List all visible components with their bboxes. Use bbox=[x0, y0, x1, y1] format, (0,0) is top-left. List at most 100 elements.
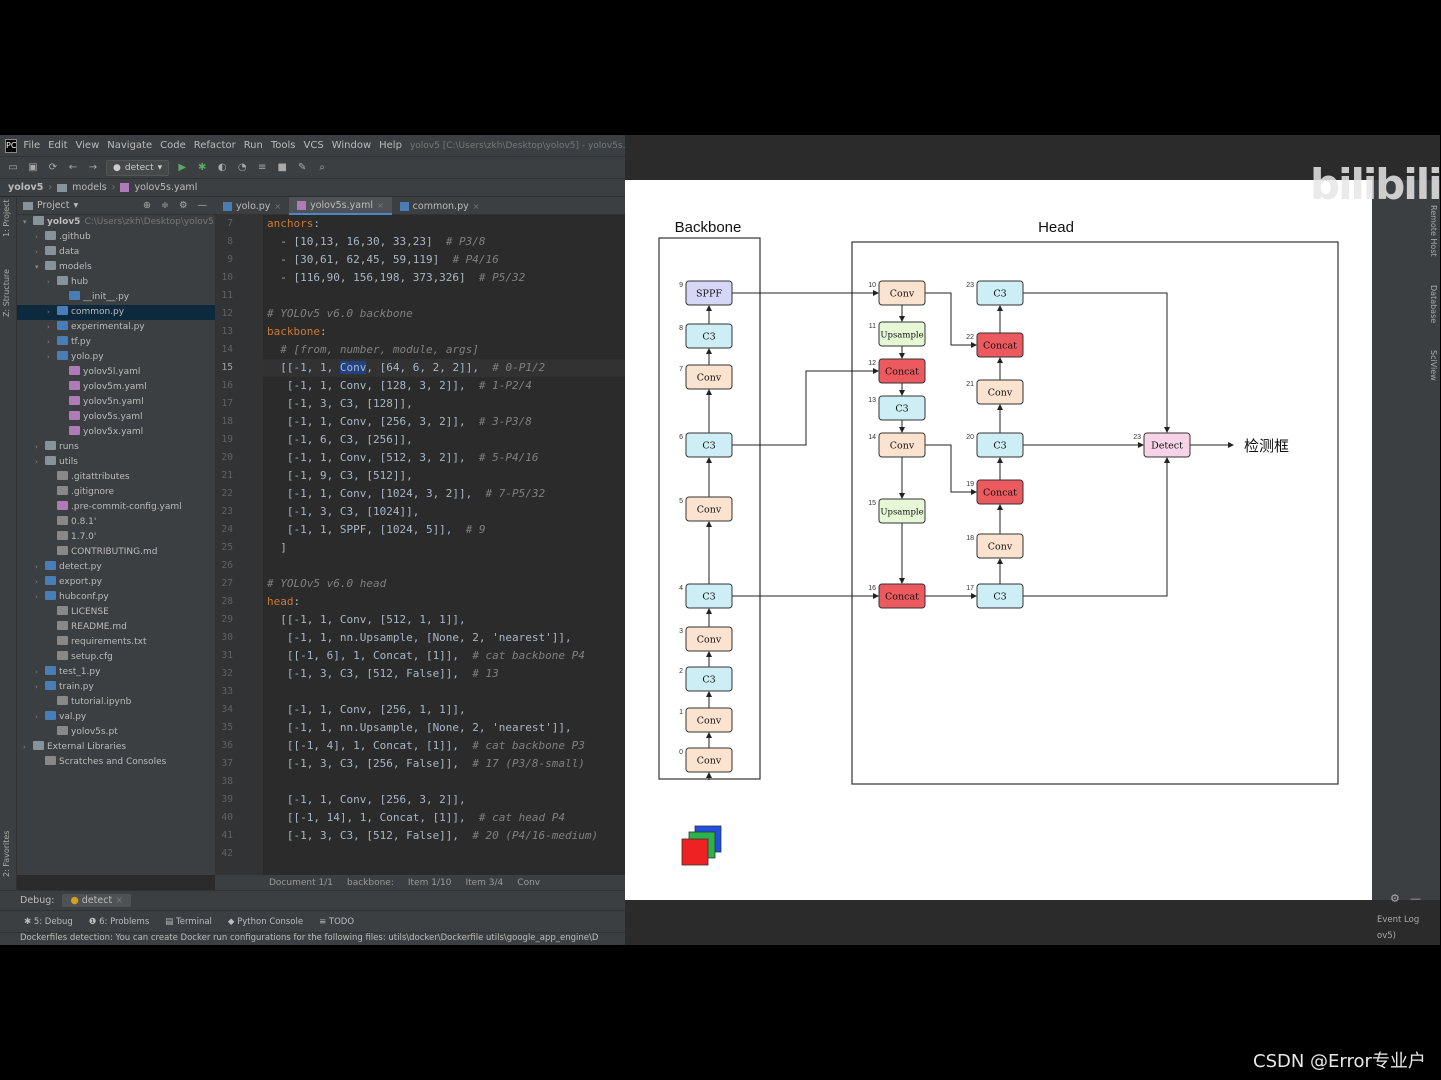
tree-expander-icon[interactable]: › bbox=[35, 683, 38, 691]
gear-icon[interactable]: ⚙ bbox=[1390, 892, 1400, 905]
tree-expander-icon[interactable]: › bbox=[35, 458, 38, 466]
debug-tab[interactable]: ● detect × bbox=[62, 894, 132, 907]
code-line[interactable]: [[-1, 4], 1, Concat, [1]], # cat backbon… bbox=[267, 739, 585, 752]
code-line[interactable]: [[-1, 1, Conv, [64, 6, 2, 2]], # 0-P1/2 bbox=[263, 359, 625, 377]
editor-status-item[interactable]: Item 3/4 bbox=[465, 877, 504, 888]
code-line[interactable]: [-1, 1, Conv, [1024, 3, 2]], # 7-P5/32 bbox=[267, 487, 546, 500]
locate-icon[interactable]: ⊕ bbox=[143, 200, 151, 211]
remote-host-tool-button[interactable]: Remote Host bbox=[1429, 205, 1438, 257]
tree-item[interactable]: ›common.py bbox=[17, 305, 215, 320]
menu-item-help[interactable]: Help bbox=[379, 140, 402, 151]
notification-bar[interactable]: Dockerfiles detection: You can create Do… bbox=[0, 932, 625, 945]
tree-expander-icon[interactable]: › bbox=[35, 563, 38, 571]
sync-icon[interactable]: ⟳ bbox=[48, 162, 58, 173]
debug-icon[interactable]: ✱ bbox=[197, 162, 207, 173]
breadcrumb-file[interactable]: yolov5s.yaml bbox=[134, 182, 198, 193]
tree-item[interactable]: ›runs bbox=[17, 440, 215, 455]
editor-status-item[interactable]: Item 1/10 bbox=[407, 877, 452, 888]
tree-item[interactable]: LICENSE bbox=[17, 605, 215, 620]
tree-item[interactable]: .pre-commit-config.yaml bbox=[17, 500, 215, 515]
tree-expander-icon[interactable]: › bbox=[23, 743, 26, 751]
code-line[interactable]: - [10,13, 16,30, 33,23] # P3/8 bbox=[267, 235, 486, 248]
tree-expander-icon[interactable]: › bbox=[35, 713, 38, 721]
editor-status-item[interactable]: backbone: bbox=[346, 877, 394, 888]
code-line[interactable]: [-1, 3, C3, [1024]], bbox=[267, 505, 420, 518]
hide-icon[interactable]: — bbox=[197, 200, 208, 211]
code-line[interactable]: [-1, 1, Conv, [256, 1, 1]], bbox=[267, 703, 466, 716]
menu-item-run[interactable]: Run bbox=[243, 140, 263, 151]
tree-item[interactable]: requirements.txt bbox=[17, 635, 215, 650]
code-line[interactable] bbox=[263, 557, 625, 575]
gear-icon[interactable]: ⚙ bbox=[178, 200, 188, 211]
tree-item[interactable]: ›test_1.py bbox=[17, 665, 215, 680]
hide-icon[interactable]: — bbox=[1410, 892, 1421, 905]
chevron-down-icon[interactable]: ▾ bbox=[73, 200, 79, 211]
tree-expander-icon[interactable]: › bbox=[47, 353, 50, 361]
menu-item-vcs[interactable]: VCS bbox=[303, 140, 324, 151]
code-line[interactable]: [-1, 1, SPPF, [1024, 5]], # 9 bbox=[267, 523, 486, 536]
code-line[interactable]: [-1, 3, C3, [512, False]], # 13 bbox=[267, 667, 499, 680]
menu-item-navigate[interactable]: Navigate bbox=[107, 140, 153, 151]
tool-window-button[interactable]: ≡ TODO bbox=[319, 917, 354, 927]
code-line[interactable]: [-1, 1, Conv, [256, 3, 2]], # 3-P3/8 bbox=[267, 415, 532, 428]
event-log-button[interactable]: Event Log bbox=[1377, 915, 1420, 925]
profile-icon[interactable]: ◔ bbox=[237, 162, 247, 173]
tree-expander-icon[interactable]: › bbox=[35, 443, 38, 451]
tool-window-button[interactable]: ◆ Python Console bbox=[228, 917, 303, 927]
code-line[interactable]: [-1, 1, Conv, [256, 3, 2]], bbox=[267, 793, 466, 806]
build-icon[interactable]: ≡ bbox=[257, 162, 267, 173]
close-icon[interactable]: × bbox=[376, 200, 384, 210]
tree-item[interactable]: ›val.py bbox=[17, 710, 215, 725]
tree-item[interactable]: ›experimental.py bbox=[17, 320, 215, 335]
tree-item[interactable]: ›External Libraries bbox=[17, 740, 215, 755]
code-line[interactable]: [-1, 3, C3, [512, False]], # 20 (P4/16-m… bbox=[267, 829, 599, 842]
tree-item[interactable]: ›hubconf.py bbox=[17, 590, 215, 605]
status-interpreter[interactable]: ov5) bbox=[1377, 931, 1396, 941]
editor-tab[interactable]: yolov5s.yaml× bbox=[289, 197, 392, 215]
code-line[interactable]: [-1, 6, C3, [256]], bbox=[267, 433, 413, 446]
close-icon[interactable]: × bbox=[472, 201, 480, 211]
tree-expander-icon[interactable]: ▾ bbox=[35, 263, 39, 271]
collapse-all-icon[interactable]: ≑ bbox=[161, 200, 169, 211]
tree-item[interactable]: ›hub bbox=[17, 275, 215, 290]
code-line[interactable]: # YOLOv5 v6.0 backbone bbox=[267, 307, 413, 320]
tree-item[interactable]: 0.8.1' bbox=[17, 515, 215, 530]
tree-item[interactable]: ›data bbox=[17, 245, 215, 260]
menu-item-file[interactable]: File bbox=[23, 140, 41, 151]
tree-expander-icon[interactable]: › bbox=[47, 278, 50, 286]
menu-item-tools[interactable]: Tools bbox=[270, 140, 296, 151]
tree-item[interactable]: Scratches and Consoles bbox=[17, 755, 215, 770]
tree-expander-icon[interactable]: › bbox=[47, 338, 50, 346]
code-line[interactable] bbox=[263, 287, 625, 305]
tree-expander-icon[interactable]: › bbox=[35, 233, 38, 241]
stop-icon[interactable]: ■ bbox=[277, 162, 287, 173]
search-icon[interactable]: ⌕ bbox=[319, 162, 325, 173]
tree-item[interactable]: README.md bbox=[17, 620, 215, 635]
tree-item[interactable]: ›.github bbox=[17, 230, 215, 245]
code-line[interactable]: # [from, number, module, args] bbox=[280, 343, 479, 356]
open-icon[interactable]: ▭ bbox=[8, 162, 18, 173]
tree-item[interactable]: yolov5l.yaml bbox=[17, 365, 215, 380]
code-line[interactable]: [[-1, 14], 1, Concat, [1]], # cat head P… bbox=[267, 811, 566, 824]
tree-item[interactable]: ›export.py bbox=[17, 575, 215, 590]
run-icon[interactable]: ▶ bbox=[178, 162, 187, 173]
code-editor[interactable]: anchors: - [10,13, 16,30, 33,23] # P3/8 … bbox=[263, 215, 625, 875]
editor-tab[interactable]: yolo.py× bbox=[215, 197, 289, 215]
tree-expander-icon[interactable]: › bbox=[35, 578, 38, 586]
menu-item-edit[interactable]: Edit bbox=[48, 140, 68, 151]
coverage-icon[interactable]: ◐ bbox=[217, 162, 227, 173]
save-icon[interactable]: ▣ bbox=[28, 162, 38, 173]
menu-item-refactor[interactable]: Refactor bbox=[193, 140, 236, 151]
tree-item[interactable]: yolov5s.pt bbox=[17, 725, 215, 740]
code-line[interactable]: anchors: bbox=[267, 217, 320, 230]
back-icon[interactable]: ← bbox=[68, 162, 78, 173]
tool-window-button[interactable]: ✱ 5: Debug bbox=[24, 917, 73, 927]
code-line[interactable]: [-1, 3, C3, [128]], bbox=[267, 397, 413, 410]
close-icon[interactable]: × bbox=[115, 895, 124, 906]
tree-item[interactable]: yolov5m.yaml bbox=[17, 380, 215, 395]
code-line[interactable] bbox=[263, 845, 625, 863]
tree-expander-icon[interactable]: › bbox=[35, 248, 38, 256]
tree-item[interactable]: yolov5x.yaml bbox=[17, 425, 215, 440]
code-line[interactable]: # YOLOv5 v6.0 head bbox=[267, 577, 387, 590]
tree-item[interactable]: CONTRIBUTING.md bbox=[17, 545, 215, 560]
